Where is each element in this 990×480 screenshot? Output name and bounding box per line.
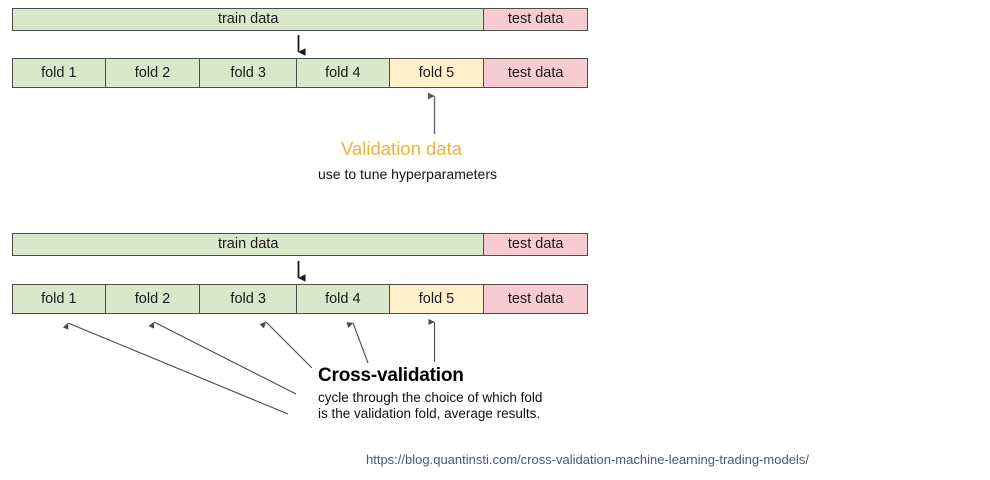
cross-validation-callout-line-1: cycle through the choice of which fold bbox=[318, 390, 543, 405]
validation-callout-title: Validation data bbox=[341, 138, 463, 159]
segment-fold-5-validation: fold 5 bbox=[389, 285, 485, 313]
section-two-train-test-bar: train data test data bbox=[12, 233, 588, 256]
segment-fold-2: fold 2 bbox=[105, 285, 201, 313]
segment-fold-3: fold 3 bbox=[200, 285, 297, 313]
segment-fold-2: fold 2 bbox=[105, 59, 201, 87]
segment-train-data: train data bbox=[13, 9, 485, 30]
section-one-train-test-bar: train data test data bbox=[12, 8, 588, 31]
cross-validation-callout-title: Cross-validation bbox=[318, 365, 464, 386]
section-one-fold-bar: fold 1 fold 2 fold 3 fold 4 fold 5 test … bbox=[12, 58, 588, 88]
segment-train-data: train data bbox=[13, 234, 485, 255]
segment-test-data: test data bbox=[484, 59, 587, 87]
segment-fold-3: fold 3 bbox=[200, 59, 297, 87]
section-two-fold-bar: fold 1 fold 2 fold 3 fold 4 fold 5 test … bbox=[12, 284, 588, 314]
cycle-arrow-to-fold-1 bbox=[62, 322, 289, 415]
validation-callout-subtitle: use to tune hyperparameters bbox=[318, 166, 497, 182]
cross-validation-callout-line-2: is the validation fold, average results. bbox=[318, 406, 541, 421]
cycle-arrow-to-fold-4 bbox=[346, 322, 369, 364]
cycle-arrow-to-fold-3 bbox=[259, 321, 313, 369]
segment-test-data: test data bbox=[484, 285, 587, 313]
segment-test-data: test data bbox=[484, 234, 587, 255]
source-url[interactable]: https://blog.quantinsti.com/cross-valida… bbox=[366, 452, 809, 467]
segment-fold-4: fold 4 bbox=[297, 285, 390, 313]
cycle-arrow-to-fold-2 bbox=[148, 321, 297, 395]
segment-fold-1: fold 1 bbox=[13, 285, 106, 313]
segment-fold-1: fold 1 bbox=[13, 59, 106, 87]
segment-fold-4: fold 4 bbox=[297, 59, 390, 87]
segment-fold-5-validation: fold 5 bbox=[389, 59, 485, 87]
segment-test-data: test data bbox=[484, 9, 587, 30]
